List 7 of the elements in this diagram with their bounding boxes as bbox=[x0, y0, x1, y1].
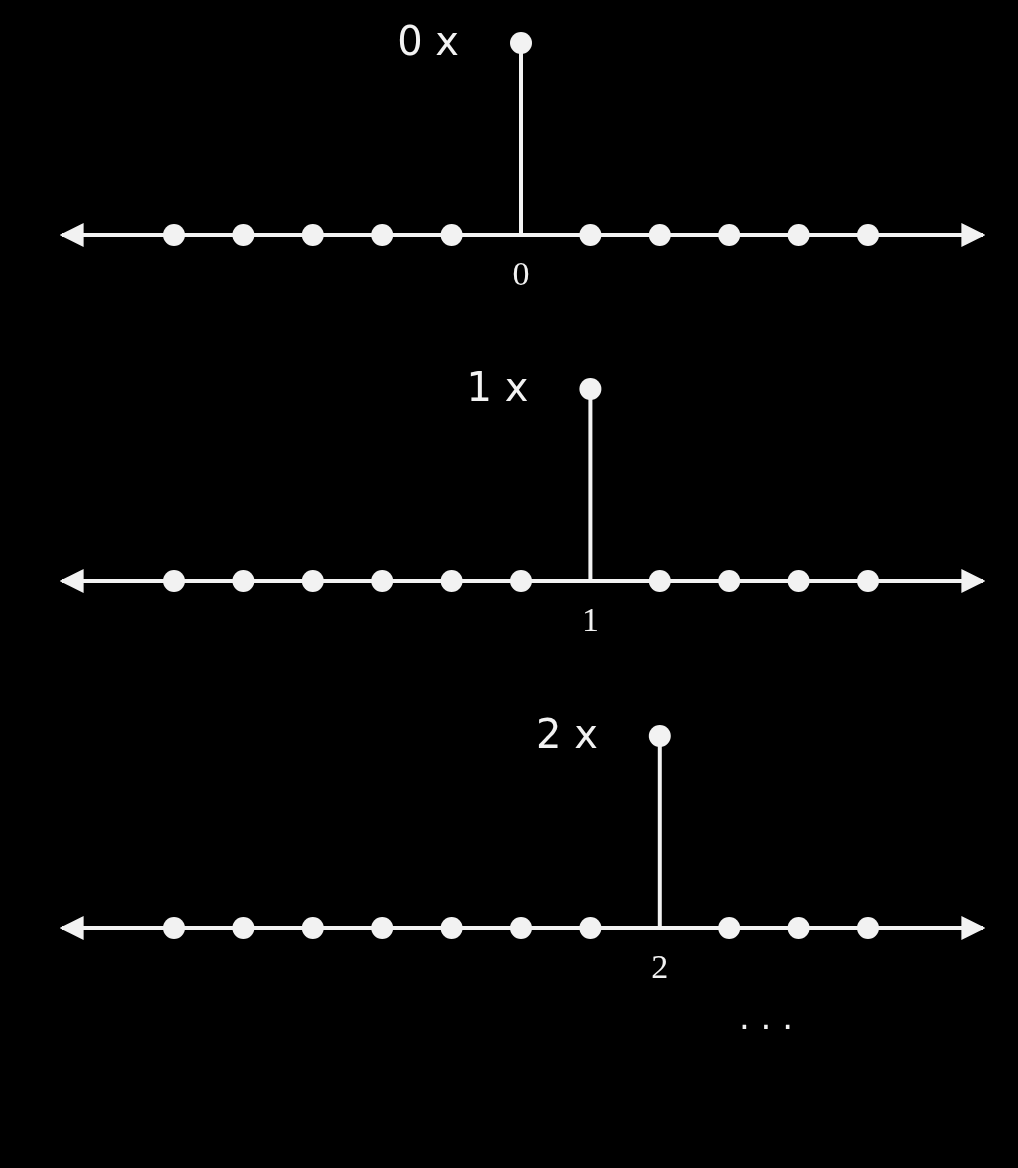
axis-value: 2 bbox=[651, 950, 669, 984]
scale-label: 0 x bbox=[397, 21, 459, 61]
axis-value: 1 bbox=[581, 603, 599, 637]
scale-label: 2 x bbox=[535, 714, 598, 754]
axis-value: 0 bbox=[512, 257, 530, 291]
scale-label: 1 x bbox=[466, 367, 529, 407]
ellipsis: . . . bbox=[739, 1000, 793, 1034]
